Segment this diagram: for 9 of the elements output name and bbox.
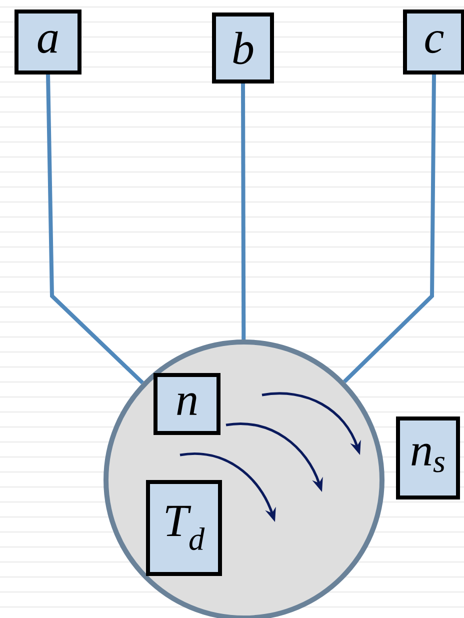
connector-line: [343, 74, 436, 384]
connector-line: [46, 74, 144, 384]
letter-box: n: [154, 373, 220, 435]
letter-box: T$_{d}$: [146, 480, 222, 576]
connector-line: [241, 84, 246, 340]
letter-box: n$_{s}$: [396, 416, 460, 500]
letter-box: b: [212, 12, 274, 84]
letter-box: c: [403, 10, 464, 74]
letter-box: a: [14, 10, 82, 74]
